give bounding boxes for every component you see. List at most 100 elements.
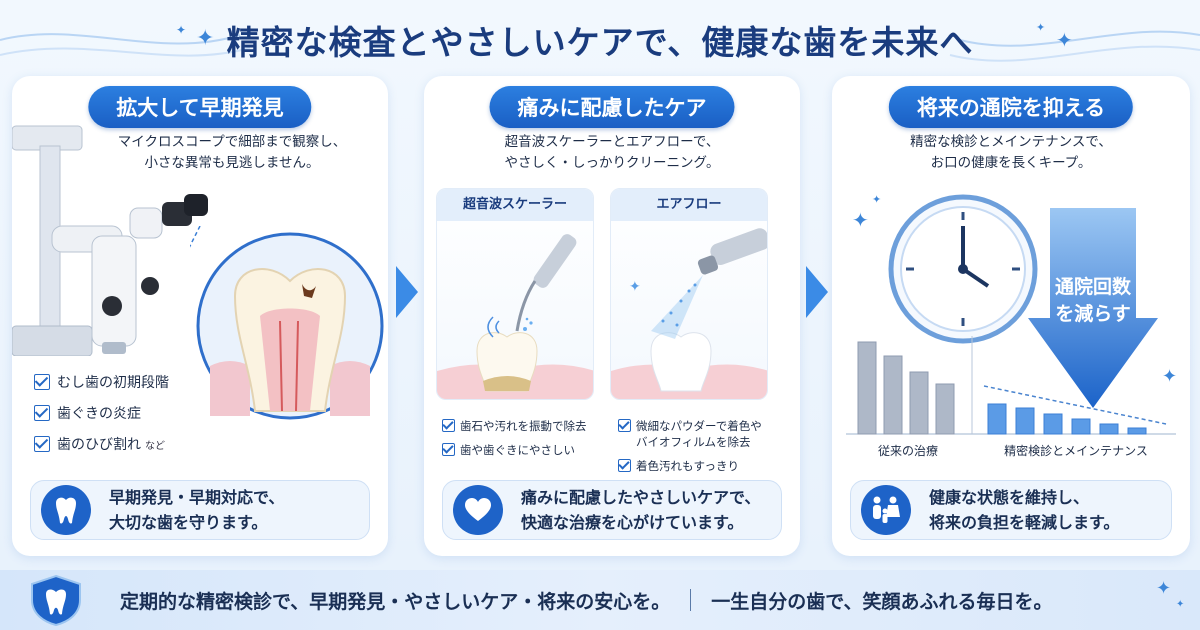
list-item-line: 歯石や汚れを振動で除去 (460, 419, 587, 433)
card-title: 痛みに配慮したケア (489, 86, 735, 128)
heart-icon (453, 485, 503, 535)
list-item-label: 歯や歯ぐきにやさしい (460, 442, 575, 458)
chart-bar-traditional (909, 371, 929, 435)
check-icon (442, 443, 455, 456)
sparkle-icon: ✦ (872, 193, 882, 206)
desc-line: 精密な検診とメインテナンスで、 (910, 134, 1112, 150)
card-early-detection: 拡大して早期発見 マイクロスコープで細部まで観察し、 小さな異常も見逃しません。… (12, 76, 388, 556)
check-icon (442, 419, 455, 432)
family-icon (861, 485, 911, 535)
callout-text: 早期発見・早期対応で、 大切な歯を守ります。 (109, 485, 284, 535)
airflow-illustration: ✦ (611, 228, 767, 399)
sparkle-icon: ✦ (196, 26, 215, 51)
footer-message: 定期的な精密検診で、早期発見・やさしいケア・将来の安心を。 一生自分の歯で、笑顔… (120, 580, 1180, 620)
chart-bar-traditional (883, 355, 903, 435)
list-item-label: 歯ぐきの炎症 (57, 406, 141, 422)
down-arrow-icon (1028, 208, 1158, 408)
callout-box: 早期発見・早期対応で、 大切な歯を守ります。 (30, 480, 370, 540)
sparkle-icon: ✦ (1156, 578, 1172, 599)
page-headline: 精密な検査とやさしいケアで、健康な歯を未来へ (226, 23, 974, 62)
chart-bar-maintenance (987, 403, 1007, 435)
callout-line: 快適な治療を心がけています。 (521, 513, 744, 532)
chart-bar-maintenance (1043, 413, 1063, 435)
list-item: むし歯の初期段階 (34, 372, 169, 392)
callout-line: 健康な状態を維持し、 (929, 488, 1090, 507)
check-icon (34, 405, 50, 421)
chart-bar-traditional (857, 341, 877, 435)
finding-checklist: むし歯の初期段階 歯ぐきの炎症 歯のひび割れなど (34, 372, 169, 465)
panel-title: エアフロー (611, 189, 767, 221)
flow-arrow-icon (396, 266, 418, 318)
callout-line: 将来の負担を軽減します。 (929, 513, 1120, 532)
list-item-line: 着色汚れもすっきり (636, 459, 740, 473)
tooth-icon (41, 485, 91, 535)
footer-message-left: 定期的な精密検診で、早期発見・やさしいケア・将来の安心を。 (120, 590, 671, 613)
callout-line: 痛みに配慮したやさしいケアで、 (521, 488, 761, 507)
check-icon (34, 436, 50, 452)
card-description: マイクロスコープで細部まで観察し、 小さな異常も見逃しません。 (82, 132, 382, 174)
callout-box: 痛みに配慮したやさしいケアで、 快適な治療を心がけています。 (442, 480, 782, 540)
card-description: 超音波スケーラーとエアフローで、 やさしく・しっかりクリーニング。 (424, 132, 800, 174)
list-item-line: 歯や歯ぐきにやさしい (460, 443, 575, 457)
list-item-line: 微細なパウダーで着色や (636, 419, 762, 433)
callout-box: 健康な状態を維持し、 将来の負担を軽減します。 (850, 480, 1172, 540)
svg-text:✦: ✦ (629, 279, 641, 295)
chart-trend-line (983, 385, 1167, 425)
list-item-label: 歯のひび割れ (57, 437, 141, 453)
chart-bar-maintenance (1015, 407, 1035, 435)
card-gentle-care: 痛みに配慮したケア 超音波スケーラーとエアフローで、 やさしく・しっかりクリーニ… (424, 76, 800, 556)
list-note: など (145, 440, 165, 452)
desc-line: お口の健康を長くキープ。 (930, 155, 1092, 171)
callout-line: 大切な歯を守ります。 (109, 513, 268, 532)
list-item: 着色汚れもすっきり (618, 458, 762, 474)
callout-text: 痛みに配慮したやさしいケアで、 快適な治療を心がけています。 (521, 485, 760, 535)
airflow-benefits-list: 微細なパウダーで着色やバイオフィルムを除去 着色汚れもすっきり (618, 418, 762, 482)
list-item: 歯や歯ぐきにやさしい (442, 442, 587, 458)
clock-icon (888, 194, 1038, 344)
scaler-benefits-list: 歯石や汚れを振動で除去 歯や歯ぐきにやさしい (442, 418, 587, 466)
footer-message-right: 一生自分の歯で、笑顔あふれる毎日を。 (711, 590, 1053, 613)
list-item: 歯ぐきの炎症 (34, 403, 169, 423)
list-item-label: 着色汚れもすっきり (636, 458, 739, 474)
callout-line: 早期発見・早期対応で、 (109, 488, 285, 507)
sparkle-icon: ✦ (176, 23, 187, 37)
tooth-cross-section-zoom (190, 226, 384, 420)
flow-arrow-icon (806, 266, 828, 318)
list-item-label: 微細なパウダーで着色やバイオフィルムを除去 (636, 418, 762, 450)
visit-comparison-chart (846, 336, 1176, 435)
check-icon (34, 374, 50, 390)
arrow-label-line: を減らす (1055, 303, 1131, 325)
check-icon (618, 419, 631, 432)
chart-label-maintenance: 精密検診とメインテナンス (1004, 444, 1148, 458)
chart-bar-maintenance (1071, 418, 1091, 435)
sparkle-icon: ✦ (1056, 28, 1073, 52)
list-item: 微細なパウダーで着色やバイオフィルムを除去 (618, 418, 762, 450)
desc-line: 小さな異常も見逃しません。 (144, 155, 320, 171)
list-item: 歯石や汚れを振動で除去 (442, 418, 587, 434)
list-item-label: 歯石や汚れを振動で除去 (460, 418, 587, 434)
card-title: 将来の通院を抑える (888, 86, 1134, 128)
footer-banner (0, 570, 1200, 630)
ultrasonic-scaler-illustration (437, 234, 593, 399)
check-icon (618, 459, 631, 472)
card-description: 精密な検診とメインテナンスで、 お口の健康を長くキープ。 (832, 132, 1190, 174)
panel-title: 超音波スケーラー (437, 189, 593, 221)
list-item-label: むし歯の初期段階 (57, 375, 169, 391)
arrow-label-line: 通院回数 (1054, 276, 1131, 298)
desc-line: マイクロスコープで細部まで観察し、 (117, 134, 347, 150)
list-item: 歯のひび割れなど (34, 434, 169, 454)
chart-label-traditional: 従来の治療 (877, 444, 938, 458)
chart-bar-traditional (935, 383, 955, 435)
microscope-illustration (12, 125, 208, 356)
arrow-label: 通院回数 を減らす (1028, 274, 1158, 328)
card-fewer-visits: 将来の通院を抑える 精密な検診とメインテナンスで、 お口の健康を長くキープ。 ✦… (832, 76, 1190, 556)
sparkle-icon: ✦ (1036, 21, 1046, 34)
footer-divider (690, 589, 692, 611)
panel-airflow: エアフロー ✦ (610, 188, 768, 400)
chart-bar-maintenance (1127, 427, 1147, 435)
callout-text: 健康な状態を維持し、 将来の負担を軽減します。 (929, 485, 1119, 535)
panel-ultrasonic-scaler: 超音波スケーラー (436, 188, 594, 400)
list-item-line: バイオフィルムを除去 (636, 435, 751, 449)
sparkle-icon: ✦ (1176, 599, 1185, 610)
chart-bar-maintenance (1099, 423, 1119, 435)
